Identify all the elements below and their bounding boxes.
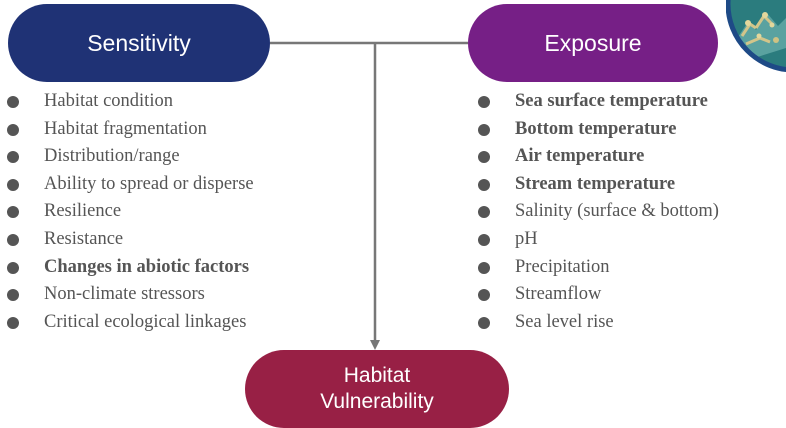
exposure-pill: Exposure (468, 4, 718, 82)
sensitivity-item-label: Distribution/range (44, 146, 180, 167)
sensitivity-item-label: Resistance (44, 228, 124, 249)
vulnerability-title-line1: Habitat (343, 363, 411, 387)
sensitivity-item: Non-climate stressors (7, 281, 254, 309)
exposure-item: Streamflow (478, 281, 719, 309)
exposure-item-label: pH (515, 228, 538, 249)
exposure-item: Salinity (surface & bottom) (478, 198, 719, 226)
sensitivity-item: Ability to spread or disperse (7, 171, 254, 199)
sensitivity-item-label: Habitat fragmentation (44, 118, 207, 139)
exposure-title: Exposure (544, 29, 642, 56)
sensitivity-item: Changes in abiotic factors (7, 254, 254, 282)
exposure-item-label: Salinity (surface & bottom) (515, 201, 719, 222)
sensitivity-item-label: Critical ecological linkages (44, 311, 247, 332)
bullet-icon (478, 289, 490, 302)
exposure-item-label: Precipitation (515, 256, 610, 277)
sensitivity-item: Habitat fragmentation (7, 116, 254, 144)
coral-habitat-photo-icon (726, 0, 786, 73)
sensitivity-item: Resilience (7, 198, 254, 226)
exposure-item-label: Sea level rise (515, 311, 614, 332)
exposure-item-label: Streamflow (515, 284, 602, 305)
bullet-icon (478, 96, 490, 108)
exposure-item: Bottom temperature (478, 116, 719, 144)
habitat-vulnerability-pill: Habitat Vulnerability (245, 350, 509, 428)
exposure-item: Sea surface temperature (478, 88, 719, 116)
sensitivity-item-label: Non-climate stressors (44, 284, 205, 305)
bullet-icon (7, 233, 19, 246)
bullet-icon (478, 123, 490, 136)
bullet-icon (7, 123, 19, 136)
vulnerability-title-line2: Vulnerability (320, 390, 434, 413)
sensitivity-item: Habitat condition (7, 88, 254, 116)
sensitivity-item-label: Changes in abiotic factors (44, 256, 250, 277)
exposure-item: Sea level rise (478, 309, 719, 337)
sensitivity-item: Resistance (7, 226, 254, 254)
bullet-icon (478, 178, 490, 191)
bullet-icon (7, 261, 19, 274)
bullet-icon (478, 151, 490, 164)
sensitivity-pill: Sensitivity (8, 4, 270, 82)
bullet-icon (7, 96, 19, 108)
sensitivity-item-label: Ability to spread or disperse (44, 173, 254, 194)
bullet-icon (7, 289, 19, 302)
exposure-item: Stream temperature (478, 171, 719, 199)
exposure-item: Precipitation (478, 254, 719, 282)
sensitivity-item-label: Habitat condition (44, 91, 173, 111)
bullet-icon (478, 206, 490, 219)
bullet-icon (7, 151, 19, 164)
sensitivity-item-label: Resilience (44, 201, 122, 222)
bullet-icon (478, 233, 490, 246)
bullet-icon (478, 316, 490, 329)
sensitivity-item: Distribution/range (7, 143, 254, 171)
exposure-item: pH (478, 226, 719, 254)
exposure-item-label: Sea surface temperature (515, 91, 708, 111)
sensitivity-item: Critical ecological linkages (7, 309, 254, 337)
connector-arrowhead (370, 340, 380, 350)
bullet-icon (7, 178, 19, 191)
exposure-item-label: Air temperature (515, 146, 645, 167)
bullet-icon (7, 316, 19, 329)
bullet-icon (478, 261, 490, 274)
exposure-item-label: Bottom temperature (515, 118, 677, 139)
exposure-item-label: Stream temperature (515, 173, 676, 194)
exposure-item: Air temperature (478, 143, 719, 171)
bullet-icon (7, 206, 19, 219)
sensitivity-title: Sensitivity (87, 29, 191, 56)
